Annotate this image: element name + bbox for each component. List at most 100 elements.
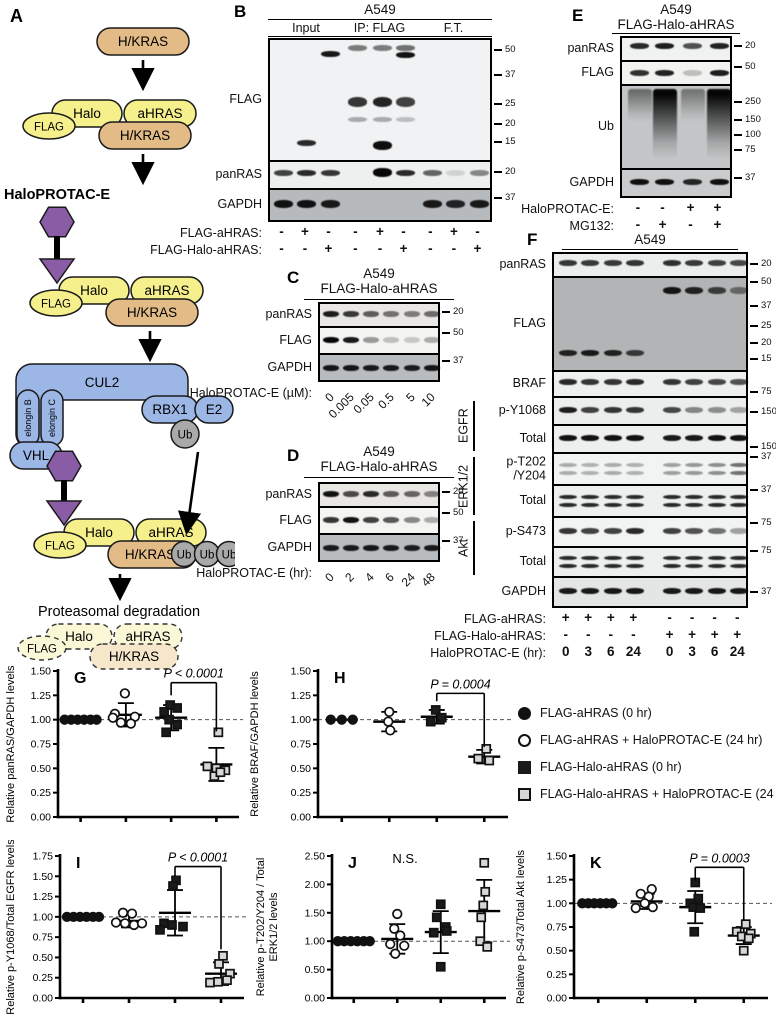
- treatment-row: FLAG-aHRAS:-+--+--+-: [180, 224, 530, 243]
- haloprotac-hexagon-icon: [46, 450, 82, 482]
- blot-band: [626, 259, 645, 266]
- hkras-pill: [105, 298, 199, 327]
- treatment-label: HaloPROTAC-E (hr):: [196, 566, 312, 580]
- blot-band: [626, 434, 645, 441]
- blot-band: [709, 43, 729, 50]
- data-point: [647, 901, 658, 913]
- treatment-label: MG132:: [569, 219, 614, 233]
- side-group-label: ERK1/2: [456, 464, 471, 508]
- blot-band: [603, 259, 622, 266]
- blot-band: [558, 434, 577, 441]
- mw-tick-icon: [494, 171, 502, 174]
- data-point: [743, 933, 754, 944]
- blot-band: [685, 462, 704, 468]
- y-tick-label: 1.25: [33, 891, 54, 903]
- blot-band: [662, 555, 681, 561]
- y-tick-label: 0.00: [305, 993, 326, 1005]
- blot-band: [581, 563, 600, 569]
- elongin-c-label: elongin C: [47, 398, 57, 437]
- blot-band: [581, 434, 600, 441]
- blot-band: [558, 502, 577, 508]
- ub-circle: [170, 419, 200, 449]
- ub-circle: [215, 540, 235, 568]
- ub-label: Ub: [177, 550, 192, 562]
- data-point: [325, 714, 336, 725]
- blot-band: [655, 43, 675, 50]
- treatment-value: -: [326, 224, 331, 239]
- blot-band: [626, 502, 645, 508]
- data-point: [128, 919, 140, 931]
- y-tick-label: 0.75: [33, 932, 54, 944]
- data-point: [213, 727, 224, 738]
- blot-band: [446, 169, 466, 176]
- chloroalkane-triangle-icon: [45, 500, 83, 527]
- blot-band: [707, 379, 726, 386]
- blot-band: [707, 470, 726, 476]
- blot-band: [372, 168, 392, 178]
- panel-d-cellline: A549: [363, 444, 395, 459]
- data-point: [390, 948, 401, 959]
- y-tick-label: 1.00: [291, 714, 312, 726]
- blot-band: [662, 563, 681, 569]
- treatment-value: +: [449, 224, 458, 239]
- treatment-row: MG132:-+-+: [540, 217, 776, 236]
- treatment-value: +: [301, 224, 309, 239]
- blot-band: [603, 462, 622, 468]
- mw-tick-icon: [442, 540, 450, 543]
- data-point: [441, 926, 452, 936]
- data-point: [161, 727, 171, 738]
- mw-label: 50: [453, 506, 464, 518]
- treatment-value: +: [665, 627, 674, 642]
- blot-band: [558, 406, 577, 413]
- panel-c-cellline: A549: [363, 266, 395, 281]
- treatment-value: +: [713, 217, 722, 232]
- data-point: [476, 912, 487, 923]
- mw-label: 37: [761, 586, 772, 597]
- mw-label: 20: [505, 118, 516, 129]
- blot-smear: [652, 89, 677, 160]
- legend-item: FLAG-aHRAS + HaloPROTAC-E (24 hr): [518, 733, 776, 747]
- treatment-value: +: [606, 610, 615, 625]
- legend-label: FLAG-aHRAS (0 hr): [540, 706, 652, 720]
- blot-band: [322, 310, 339, 317]
- open-square-icon: [518, 787, 531, 801]
- blot-band: [320, 199, 340, 208]
- mw-tick-icon: [750, 280, 758, 283]
- y-tick-label: 1.50: [33, 871, 54, 883]
- mw-label: 25: [761, 319, 772, 331]
- mw-label: 20: [453, 305, 464, 317]
- mw-tick-icon: [494, 141, 502, 143]
- panel-e-construct: FLAG-Halo-aHRAS: [617, 17, 735, 32]
- degraded-flag-oval: [17, 635, 67, 661]
- blot-band: [446, 199, 466, 208]
- elongin-b-label: elongin B: [23, 399, 33, 437]
- mw-tick-icon: [750, 550, 758, 553]
- treatment-value: 3: [688, 644, 696, 659]
- y-tick-label: 0.50: [291, 763, 312, 775]
- hkras-pill: [98, 121, 192, 150]
- mw-tick-icon: [750, 391, 758, 394]
- blot-band: [363, 490, 380, 497]
- blot-band: [683, 178, 703, 185]
- data-point: [222, 975, 232, 985]
- blot-band: [363, 364, 380, 371]
- treatment-value: -: [608, 627, 614, 642]
- blot-band: [363, 544, 380, 551]
- side-group-line: [473, 457, 475, 515]
- mw-label: 50: [761, 275, 772, 287]
- panel-f-letter: F: [527, 230, 538, 249]
- blot-band: [343, 544, 360, 551]
- mw-tick-icon: [750, 445, 758, 448]
- data-point: [115, 717, 127, 728]
- blot-band: [558, 555, 577, 561]
